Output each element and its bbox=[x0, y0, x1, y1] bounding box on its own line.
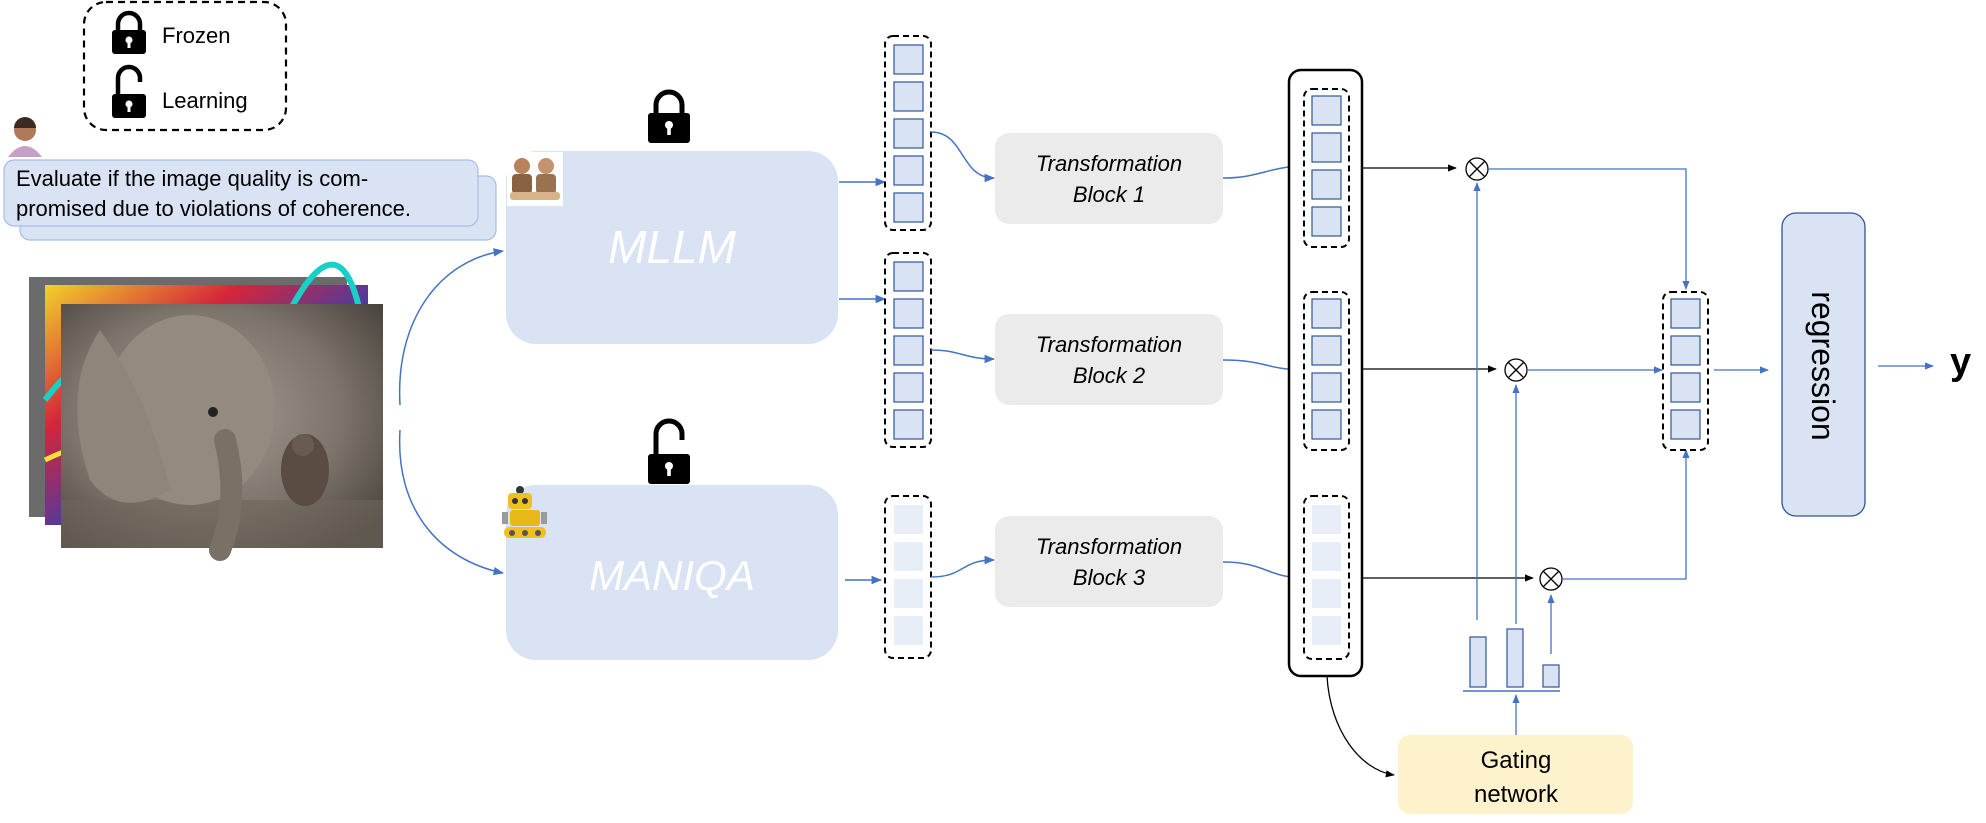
transformation-block-3-line-1: Transformation bbox=[1036, 534, 1182, 559]
image-to-mllm-arrow bbox=[398, 248, 505, 406]
mllm-box: MLLM bbox=[506, 151, 838, 344]
output-label: y bbox=[1950, 341, 1971, 383]
stacked-features-container bbox=[1287, 68, 1364, 678]
lock-closed-icon bbox=[112, 10, 146, 54]
multiply-node-3 bbox=[1539, 567, 1563, 591]
user-avatar-icon bbox=[8, 117, 42, 157]
regression-label: regression bbox=[1805, 291, 1841, 440]
gate-weights-chart bbox=[1463, 628, 1560, 692]
legend: Frozen Learning bbox=[82, 0, 288, 132]
multiply-3-to-fused-arrow bbox=[1563, 449, 1690, 580]
lock-open-icon bbox=[112, 64, 146, 118]
tokens-2-to-block-2-arrow bbox=[930, 349, 996, 364]
image-to-maniqa-arrow bbox=[398, 429, 505, 576]
gate-weight-bar-1 bbox=[1469, 636, 1487, 688]
gating-line-2: network bbox=[1474, 781, 1559, 808]
transformation-block-1-line-1: Transformation bbox=[1036, 151, 1182, 176]
gating-line-1: Gating bbox=[1481, 747, 1552, 774]
prompt-line-2: promised due to violations of coherence. bbox=[16, 196, 411, 221]
robot-icon bbox=[502, 486, 547, 538]
maniqa-label: MANIQA bbox=[589, 552, 755, 599]
gating-network-box: Gating network bbox=[1398, 735, 1633, 814]
multiply-node-2 bbox=[1504, 358, 1528, 382]
transformation-block-3-line-2: Block 3 bbox=[1073, 565, 1146, 590]
transformation-block-1-line-2: Block 1 bbox=[1073, 182, 1145, 207]
transformation-block-2: Transformation Block 2 bbox=[995, 314, 1223, 405]
token-group-3 bbox=[884, 495, 932, 659]
gate-weight-bar-2 bbox=[1506, 628, 1524, 688]
mllm-lock-closed-icon bbox=[648, 89, 690, 143]
mllm-label: MLLM bbox=[608, 221, 736, 273]
maniqa-box: MANIQA bbox=[506, 485, 838, 660]
transformation-block-1: Transformation Block 1 bbox=[995, 133, 1223, 224]
transformation-block-2-line-2: Block 2 bbox=[1073, 363, 1145, 388]
maniqa-lock-open-icon bbox=[648, 418, 690, 484]
stack-to-gating-arrow bbox=[1326, 675, 1395, 778]
multiply-node-1 bbox=[1465, 157, 1489, 181]
gate-weight-bar-3 bbox=[1542, 664, 1560, 688]
token-group-1 bbox=[884, 35, 932, 231]
transformation-block-2-line-1: Transformation bbox=[1036, 332, 1182, 357]
multiply-1-to-fused-arrow bbox=[1489, 168, 1690, 290]
legend-frozen-label: Frozen bbox=[162, 23, 230, 48]
regression-box: regression bbox=[1781, 212, 1866, 517]
prompt-line-1: Evaluate if the image quality is com- bbox=[16, 166, 368, 191]
prompt-box: Evaluate if the image quality is com- pr… bbox=[3, 159, 497, 241]
legend-learning-label: Learning bbox=[162, 88, 248, 113]
tokens-3-to-block-3-arrow bbox=[930, 555, 996, 578]
fused-token-group bbox=[1662, 291, 1709, 451]
token-group-2 bbox=[884, 252, 932, 448]
transformation-block-3: Transformation Block 3 bbox=[995, 516, 1223, 607]
tokens-1-to-block-1-arrow bbox=[930, 131, 996, 183]
input-image-stack bbox=[29, 261, 383, 561]
mllm-logo-icon bbox=[507, 152, 563, 206]
